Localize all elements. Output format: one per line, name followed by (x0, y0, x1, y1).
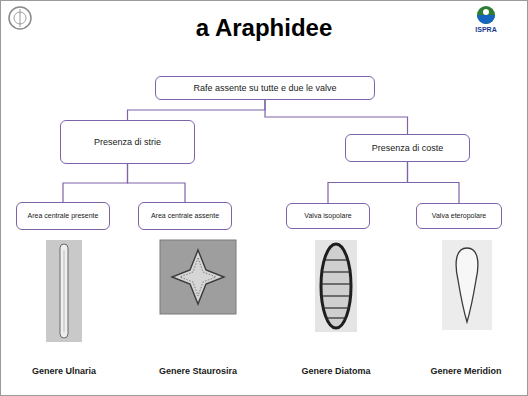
genus-label: Genere Meridion (430, 366, 501, 376)
staurosira-micrograph (160, 240, 236, 314)
genus-label: Genere Ulnaria (32, 366, 96, 376)
box-text: Area centrale presente (24, 212, 103, 220)
box-text: Valva isopolare (300, 212, 355, 220)
category-box: Area centrale presente (16, 202, 110, 230)
box-text: Presenza di coste (368, 143, 448, 154)
box-text: Valva eteropolare (428, 212, 490, 220)
genus-label: Genere Diatoma (301, 366, 370, 376)
ispra-logo (477, 6, 495, 24)
tree-connector (408, 162, 460, 203)
root-box: Rafe assente su tutte e due le valve (155, 76, 375, 100)
tree-connector (265, 100, 408, 134)
category-box: Presenza di coste (345, 134, 470, 162)
genus-label: Genere Staurosira (159, 366, 237, 376)
slide-title: a Araphidee (0, 14, 528, 42)
tree-connector (328, 162, 408, 203)
box-text: Presenza di strie (90, 137, 165, 148)
box-text: Area centrale assente (147, 212, 223, 220)
category-box: Presenza di strie (60, 120, 195, 164)
emblem-logo (9, 7, 31, 29)
tree-connector (128, 164, 186, 202)
tree-connector (128, 100, 266, 120)
tree-connector (63, 164, 128, 202)
category-box: Valva isopolare (286, 203, 370, 229)
box-text: Rafe assente su tutte e due le valve (189, 83, 340, 94)
logo-label: ISPRA (475, 26, 496, 33)
diatoma-micrograph (315, 240, 357, 332)
category-box: Valva eteropolare (416, 203, 502, 229)
ulnaria-micrograph (46, 240, 82, 342)
meridion-micrograph (442, 240, 492, 330)
category-box: Area centrale assente (138, 202, 232, 230)
